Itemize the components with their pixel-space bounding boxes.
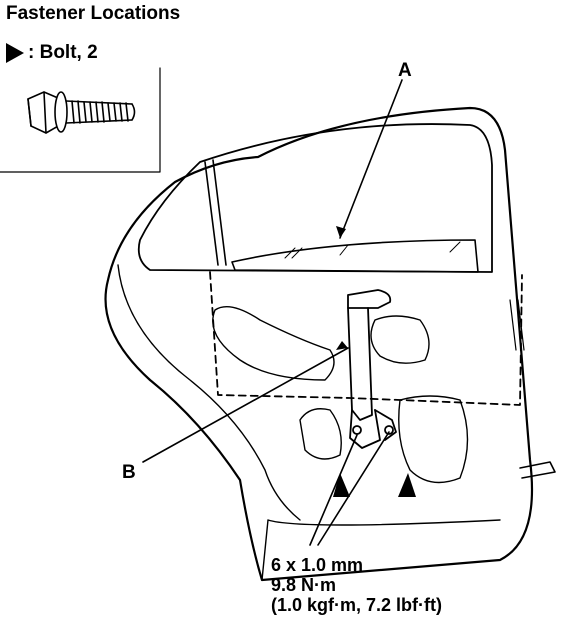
inset-frame <box>0 67 161 173</box>
access-hole-right <box>370 315 430 364</box>
leader-b <box>142 347 349 463</box>
spec-line-1: 6 x 1.0 mm <box>271 555 364 575</box>
arrowhead-b <box>336 341 348 350</box>
bolt-marker-1 <box>333 473 350 497</box>
window-regulator <box>347 289 397 449</box>
filled-triangle-icon <box>6 43 24 63</box>
access-hole-left <box>212 306 335 381</box>
callout-a: A <box>398 60 412 81</box>
bolt-illustration <box>27 91 136 134</box>
window-glass <box>231 239 479 273</box>
bolt-marker-2 <box>398 473 416 497</box>
arrowhead-a <box>336 226 346 238</box>
access-hole-lower-left <box>299 408 342 460</box>
leader-a <box>339 79 403 239</box>
access-hole-lower-right <box>398 395 469 484</box>
legend: : Bolt, 2 <box>6 42 98 64</box>
leader-spec-1 <box>309 434 358 546</box>
callout-b: B <box>122 462 136 483</box>
door-outline <box>104 106 534 582</box>
window-frame <box>137 123 493 273</box>
legend-text: : Bolt, 2 <box>28 42 98 63</box>
spec-line-2: 9.8 N·m <box>271 575 337 595</box>
page-title: Fastener Locations <box>6 3 181 24</box>
spec-line-3: (1.0 kgf·m, 7.2 lbf·ft) <box>271 595 443 615</box>
leader-spec-2 <box>317 431 390 546</box>
door-panel-dashed <box>209 271 523 406</box>
torque-spec: 6 x 1.0 mm 9.8 N·m (1.0 kgf·m, 7.2 lbf·f… <box>271 555 442 615</box>
